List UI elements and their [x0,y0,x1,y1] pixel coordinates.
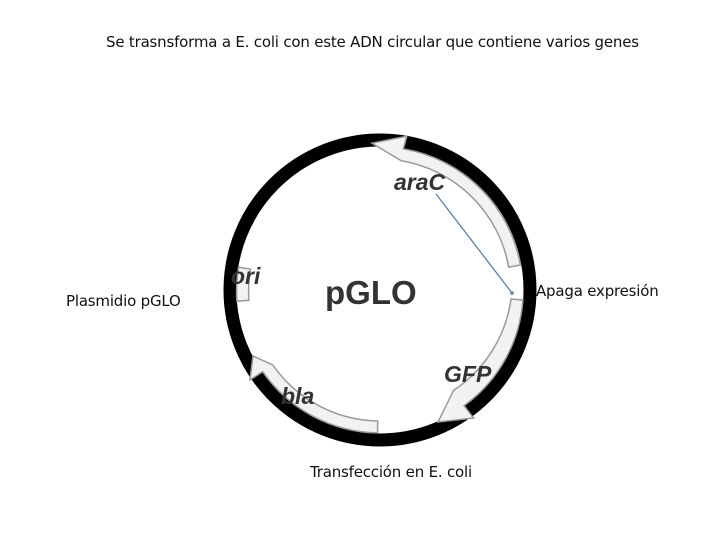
bla-gene-arrow [249,354,379,434]
gfp-label: GFP [444,361,492,387]
repression-caption: Apaga expresión [536,282,659,300]
arac-label: araC [394,169,446,195]
plasmid-caption: Plasmidio pGLO [66,292,181,310]
diagram-title: Se trasnsforma a E. coli con este ADN ci… [106,33,639,51]
ori-segment [235,266,252,303]
repression-pointer-line [435,193,513,294]
ori-label: ori [231,263,261,289]
arac-gene-arrow [369,135,522,269]
repression-pointer-tip [510,291,514,295]
bla-label: bla [281,383,314,409]
plasmid-backbone [223,133,537,447]
gfp-gene-arrow [436,298,524,423]
transfection-caption: Transfección en E. coli [310,463,472,481]
plasmid-name: pGLO [325,274,417,311]
